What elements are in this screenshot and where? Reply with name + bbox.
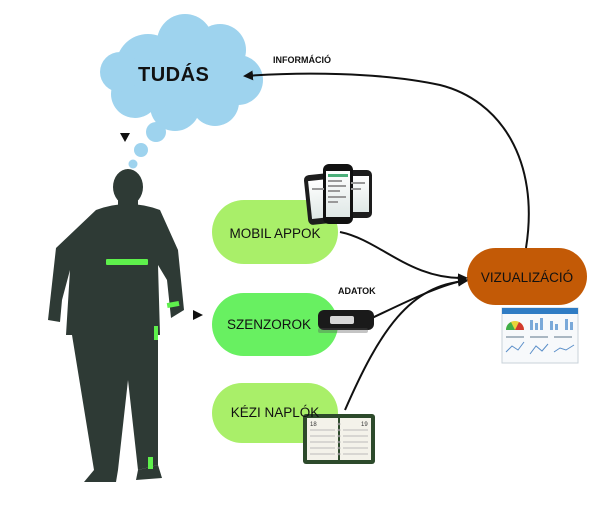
notebook-icon: 18 19 <box>303 414 375 464</box>
arrow-information <box>243 70 530 249</box>
pointer-down-icon <box>120 133 130 142</box>
visualization-label: VIZUALIZÁCIÓ <box>480 269 574 285</box>
thought-cloud <box>100 14 263 169</box>
information-label: INFORMÁCIÓ <box>273 55 331 65</box>
pill-mobile-bg <box>212 200 338 264</box>
reflective-stripes <box>106 259 180 469</box>
pill-sensors-bg <box>212 293 338 356</box>
smartphones-icon <box>303 164 372 225</box>
knowledge-label: TUDÁS <box>138 64 210 86</box>
source-manual-logs: KÉZI NAPLÓK <box>230 404 320 420</box>
dashboard-icon <box>501 307 579 364</box>
notebook-page-right: 19 <box>361 422 368 428</box>
visualization-bg <box>467 248 587 305</box>
pointer-right-icon <box>193 310 203 320</box>
arrow-mobile <box>339 231 468 284</box>
notebook-page-left: 18 <box>310 422 317 428</box>
usb-sensor-icon <box>318 310 374 333</box>
arrow-manual <box>344 276 468 411</box>
person-silhouette <box>48 169 184 482</box>
source-sensors: SZENZOROK <box>226 316 311 332</box>
arrow-sensors <box>371 276 468 319</box>
source-mobile-apps: MOBIL APPOK <box>229 225 321 241</box>
data-label: ADATOK <box>338 286 376 296</box>
